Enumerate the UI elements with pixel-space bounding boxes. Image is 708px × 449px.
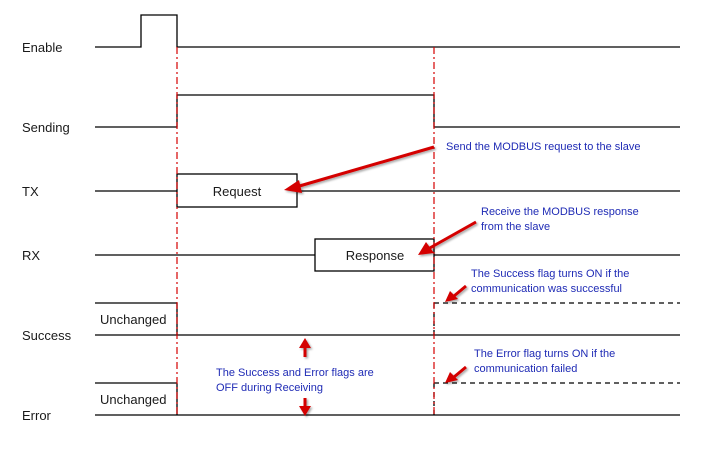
receive-arrow (427, 220, 477, 251)
flags-down-arrow-head (299, 406, 311, 416)
flags-off-annotation-line-2: OFF during Receiving (216, 382, 323, 394)
response-box (314, 238, 435, 272)
receive-annotation-line-2: from the slave (481, 221, 550, 233)
signal-label-enable: Enable (22, 40, 62, 55)
success-arrow (453, 284, 467, 298)
receive-annotation-line-1: Receive the MODBUS response (481, 206, 639, 218)
error-annotation: The Error flag turns ON if the communica… (474, 348, 618, 375)
success-unchanged-label: Unchanged (100, 312, 167, 327)
flags-off-annotation: The Success and Error flags are OFF duri… (216, 367, 377, 394)
error-arrow-head (445, 372, 458, 383)
flags-off-annotation-line-1: The Success and Error flags are (216, 367, 374, 379)
annotation-arrows (284, 145, 477, 416)
send-arrow (295, 145, 435, 189)
error-unchanged-label: Unchanged (100, 392, 167, 407)
send-arrow-head (284, 180, 302, 193)
signal-label-sending: Sending (22, 120, 70, 135)
signal-label-error: Error (22, 408, 52, 423)
error-annotation-line-1: The Error flag turns ON if the (474, 348, 615, 360)
receive-annotation: Receive the MODBUS response from the sla… (481, 206, 642, 233)
enable-waveform (95, 14, 680, 48)
success-annotation-line-2: communication was successful (471, 283, 622, 295)
signal-label-rx: RX (22, 248, 40, 263)
flags-up-arrow-head (299, 338, 311, 348)
success-annotation-line-1: The Success flag turns ON if the (471, 268, 629, 280)
send-annotation: Send the MODBUS request to the slave (446, 141, 640, 153)
signal-label-success: Success (22, 328, 72, 343)
success-annotation: The Success flag turns ON if the communi… (471, 268, 632, 295)
send-annotation-line: Send the MODBUS request to the slave (446, 141, 640, 153)
success-arrow-head (445, 291, 458, 302)
receive-arrow-head (418, 242, 434, 255)
response-box-label: Response (346, 248, 405, 263)
sending-waveform (95, 94, 680, 128)
error-arrow (453, 365, 467, 379)
signal-label-tx: TX (22, 184, 39, 199)
request-box-label: Request (213, 184, 262, 199)
error-annotation-line-2: communication failed (474, 363, 577, 375)
